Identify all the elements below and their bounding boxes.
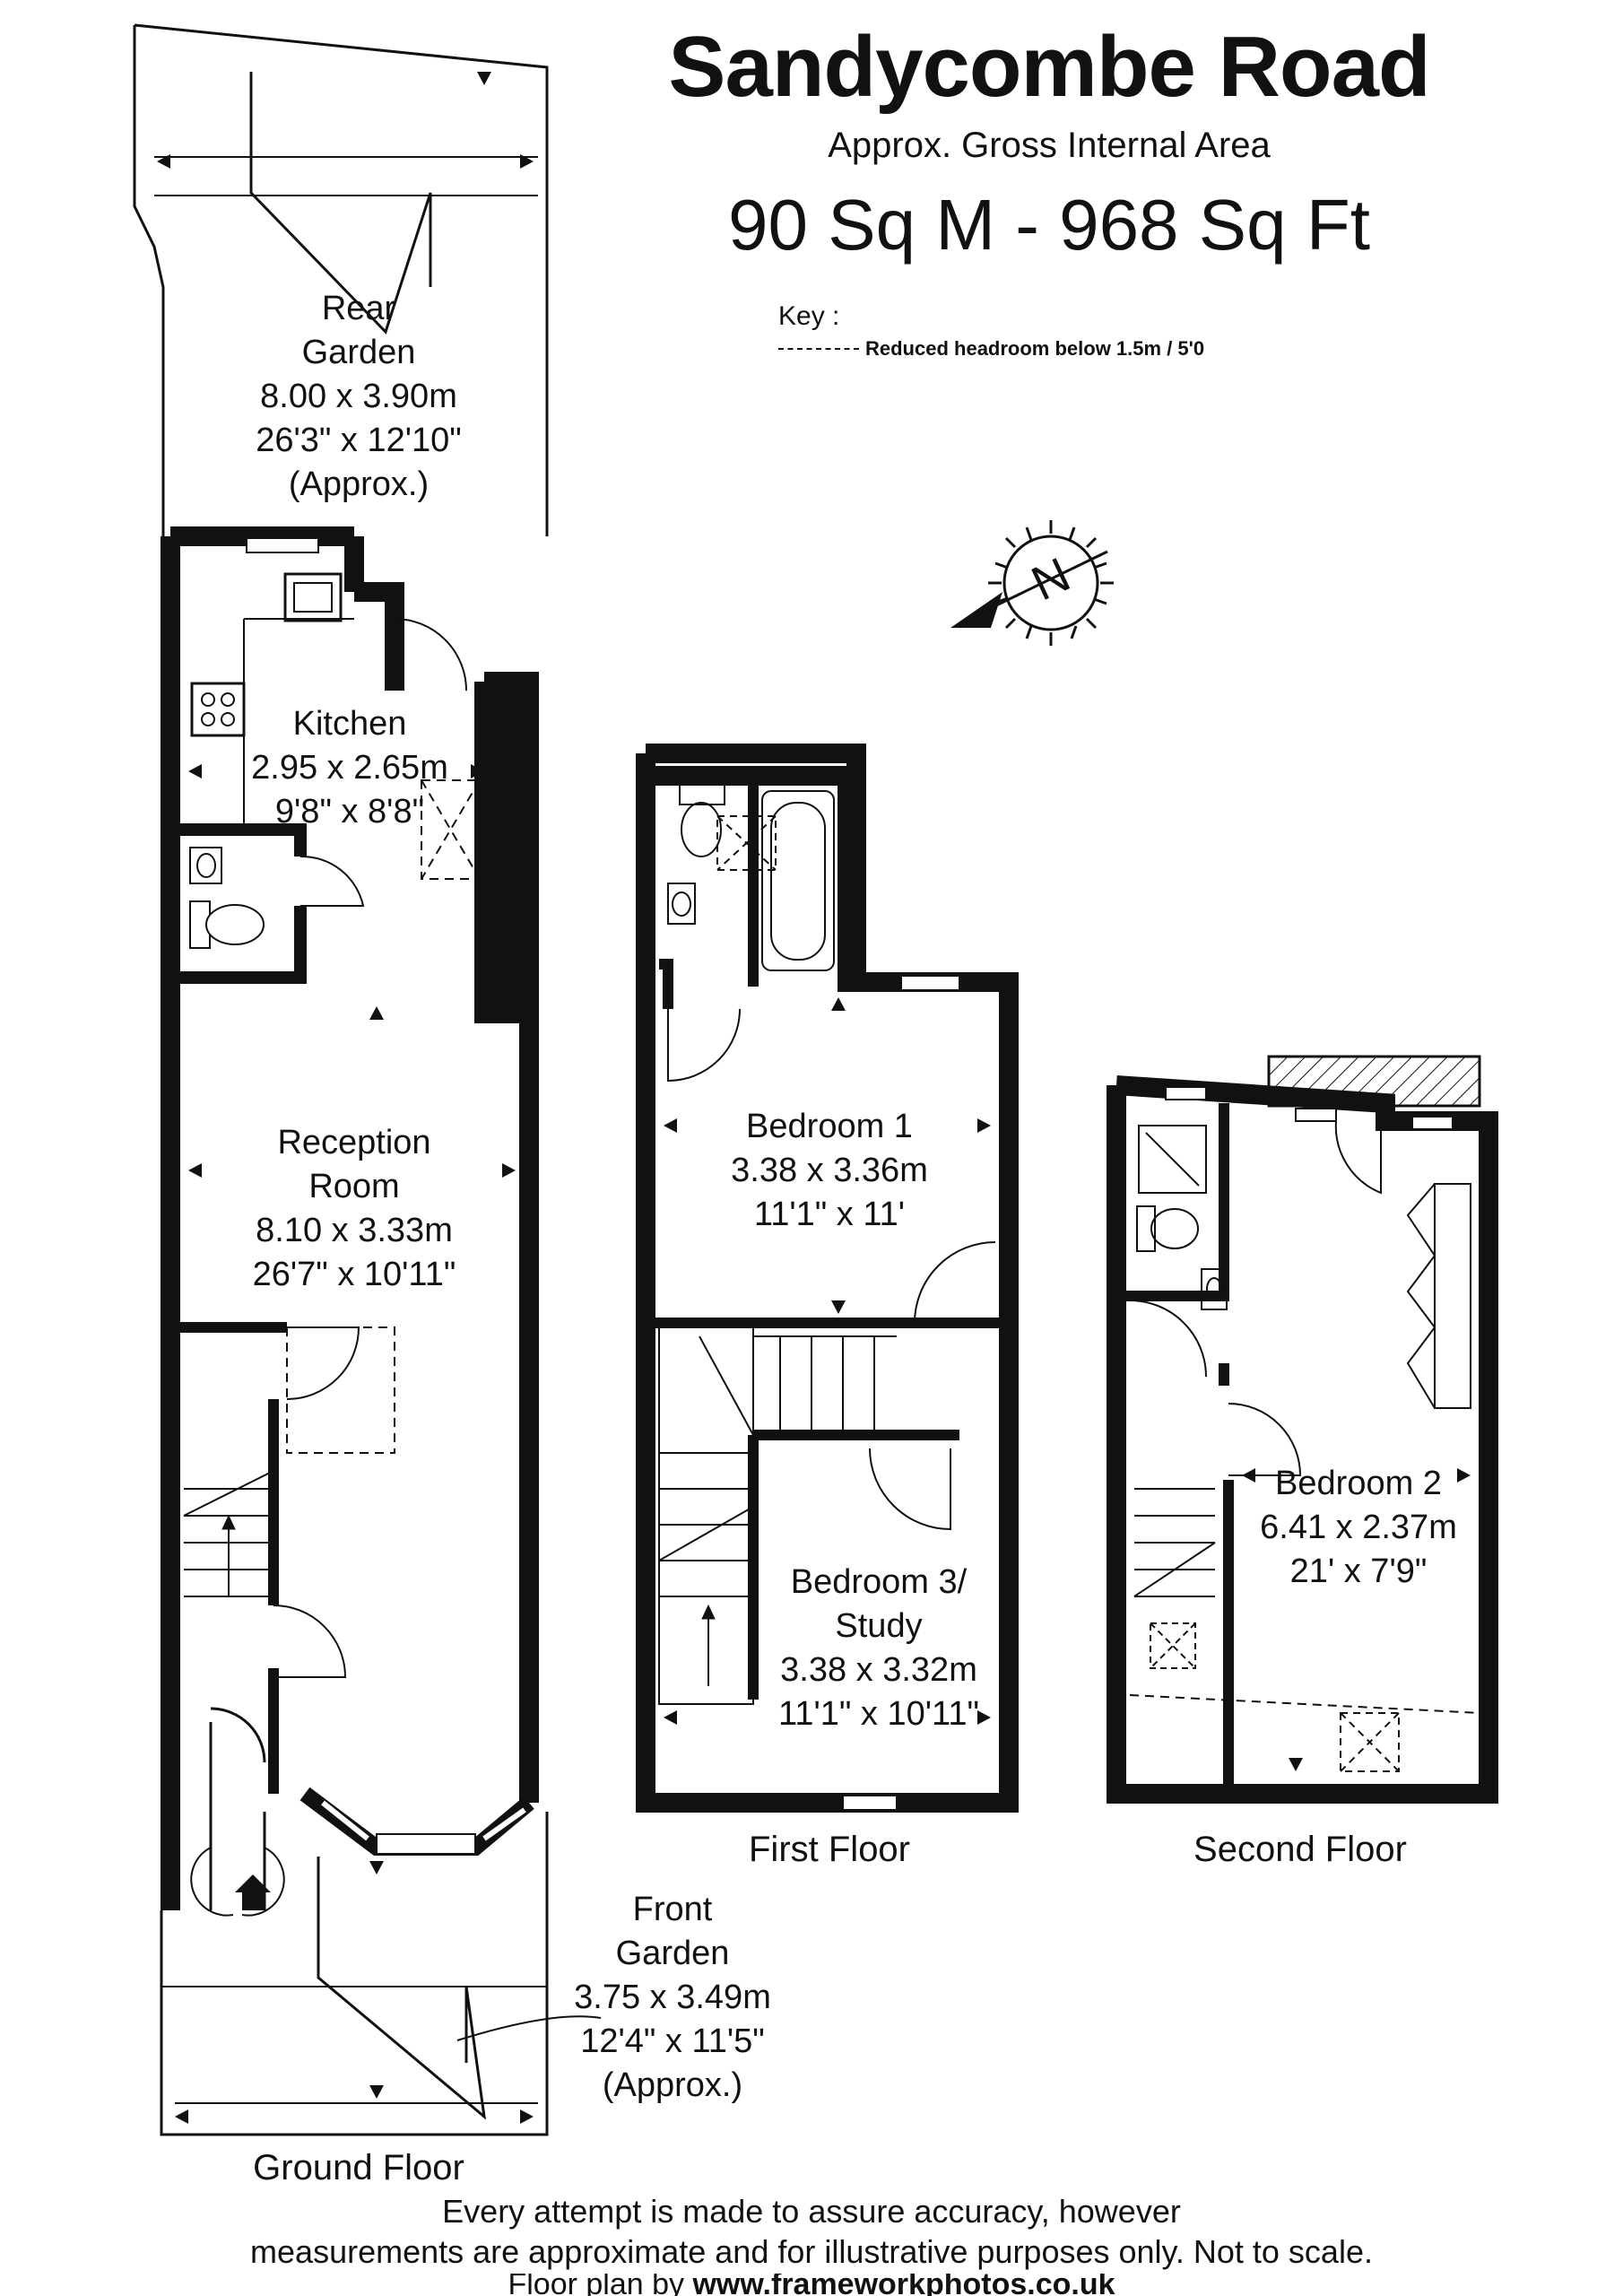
kitchen-label: Kitchen 2.95 x 2.65m 9'8" x 8'8"	[251, 705, 448, 831]
rear-garden-outline	[133, 23, 549, 536]
front-garden-label: Front Garden 3.75 x 3.49m 12'4" x 11'5" …	[574, 1891, 771, 2104]
rear-garden-label: Rear Garden 8.00 x 3.90m 26'3" x 12'10" …	[256, 290, 462, 503]
key-description: Reduced headroom below 1.5m / 5'0	[865, 337, 1205, 360]
ground-floor-label: Ground Floor	[253, 2148, 464, 2187]
second-floor-walls	[1107, 1075, 1498, 1804]
key-dashed-line	[778, 348, 859, 350]
bedroom-2-label: Bedroom 2 6.41 x 2.37m 21' x 7'9"	[1260, 1465, 1457, 1590]
credit-url-link[interactable]: www.frameworkphotos.co.uk	[692, 2274, 1115, 2296]
second-floor-label: Second Floor	[1193, 1830, 1407, 1869]
reception-room-label: Reception Room 8.10 x 3.33m 26'7" x 10'1…	[252, 1124, 456, 1293]
garden-path	[249, 72, 432, 335]
disclaimer-line-2: measurements are approximate and for ill…	[250, 2233, 1373, 2270]
gross-area: 90 Sq M - 968 Sq Ft	[728, 185, 1370, 265]
ground-floor-walls	[161, 526, 539, 1910]
second-floor-plan	[1107, 1055, 1498, 1804]
entrance-arrow	[235, 1874, 271, 1910]
disclaimer-line-1: Every attempt is made to assure accuracy…	[442, 2193, 1181, 2230]
bedroom-3-study-label: Bedroom 3/ Study 3.38 x 3.32m 11'1" x 10…	[778, 1563, 979, 1733]
first-floor-plan	[636, 744, 1019, 1813]
key-label: Key :	[778, 301, 840, 331]
ground-floor-plan	[133, 23, 602, 2136]
credit-line: Floor plan by www.frameworkphotos.co.uk	[90, 2274, 1533, 2296]
property-title: Sandycombe Road	[668, 19, 1430, 115]
area-caption: Approx. Gross Internal Area	[828, 126, 1271, 165]
front-garden-outline	[160, 1812, 549, 2136]
compass-rose	[950, 520, 1114, 646]
balcony	[1267, 1055, 1481, 1108]
credit-prefix: Floor plan by	[508, 2274, 693, 2296]
first-floor-label: First Floor	[749, 1830, 910, 1869]
bedroom-1-label: Bedroom 1 3.38 x 3.36m 11'1" x 11'	[731, 1108, 928, 1233]
